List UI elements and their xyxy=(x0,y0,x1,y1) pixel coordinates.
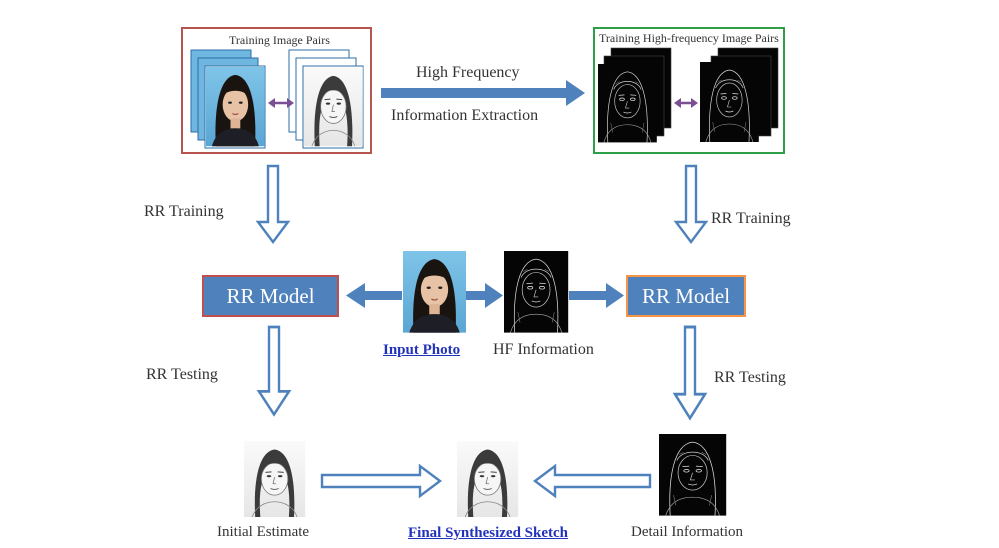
training-image-pairs-title: Training Image Pairs xyxy=(229,33,330,47)
pair-double-arrow-right xyxy=(674,98,698,108)
initial-estimate-label: Initial Estimate xyxy=(217,524,310,540)
right-rr-model-box: RR Model xyxy=(626,275,746,317)
hf-pairs-left xyxy=(597,47,672,143)
left-testing-arrow xyxy=(257,325,291,416)
arrow-photo-to-left-model xyxy=(346,283,402,308)
final-sketch-image xyxy=(456,440,519,518)
training-pairs-photos xyxy=(190,49,266,149)
pair-double-arrow-left xyxy=(268,98,294,108)
left-rr-training-label: RR Training xyxy=(144,203,224,220)
right-rr-testing-label: RR Testing xyxy=(714,369,786,386)
hf-information-image xyxy=(503,250,569,333)
training-image-pairs-box xyxy=(181,27,372,154)
hf-pairs-right xyxy=(699,47,779,143)
training-hf-pairs-box xyxy=(593,27,785,154)
training-pairs-sketches xyxy=(288,49,364,149)
training-hf-pairs-title: Training High-frequency Image Pairs xyxy=(599,31,779,45)
arrow-initial-to-final xyxy=(320,463,442,499)
right-testing-arrow xyxy=(673,325,707,420)
left-rr-model-box: RR Model xyxy=(202,275,339,317)
final-synthesized-sketch-link[interactable]: Final Synthesized Sketch xyxy=(408,525,569,541)
hf-extraction-arrow xyxy=(381,80,585,106)
arrow-detail-to-final xyxy=(533,463,652,499)
left-rr-model-label: RR Model xyxy=(226,283,315,308)
hf-information-label: HF Information xyxy=(493,341,594,358)
hf-extraction-label-line2: Information Extraction xyxy=(391,107,539,124)
left-rr-testing-label: RR Testing xyxy=(146,366,218,383)
right-training-arrow xyxy=(674,164,708,244)
input-photo-link[interactable]: Input Photo xyxy=(383,342,461,358)
left-training-arrow xyxy=(256,164,290,244)
input-photo-image xyxy=(402,250,467,334)
initial-estimate-image xyxy=(243,440,306,518)
right-rr-model-label: RR Model xyxy=(641,283,731,308)
hf-extraction-label-line1: High Frequency xyxy=(416,64,520,81)
arrow-hf-to-right-model xyxy=(569,283,624,308)
detail-information-image xyxy=(658,433,727,516)
arrow-photo-to-hf xyxy=(466,283,503,308)
detail-information-label: Detail Information xyxy=(631,524,744,540)
right-rr-training-label: RR Training xyxy=(711,210,791,227)
